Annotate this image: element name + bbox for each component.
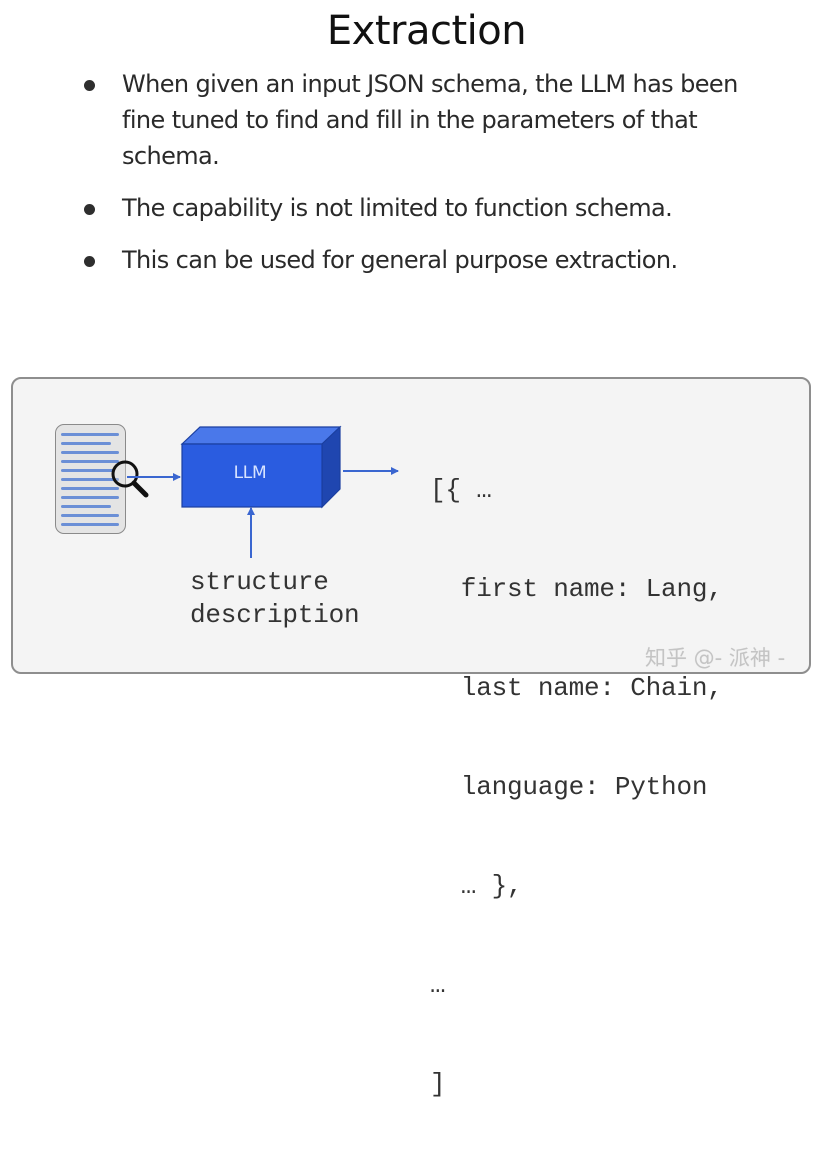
structure-description-label: structure description — [190, 566, 360, 632]
bullet-text: The capability is not limited to functio… — [122, 194, 673, 222]
bullet-item: The capability is not limited to functio… — [82, 190, 782, 226]
bullet-dot-icon — [84, 204, 95, 215]
llm-label: LLM — [233, 463, 267, 483]
document-line — [61, 496, 119, 499]
document-line — [61, 433, 119, 436]
extraction-diagram-panel — [11, 377, 811, 674]
json-output-block: [{ … first name: Lang, last name: Chain,… — [430, 408, 723, 1167]
json-output-line: last name: Chain, — [430, 673, 723, 703]
magnifier-icon — [111, 460, 149, 498]
json-output-line: language: Python — [430, 772, 708, 802]
document-line — [61, 514, 119, 517]
llm-box-icon — [180, 425, 342, 509]
document-icon — [55, 424, 126, 534]
document-line — [61, 487, 119, 490]
json-output-line: first name: Lang, — [430, 574, 723, 604]
slide-title: Extraction — [326, 8, 527, 54]
document-line — [61, 469, 115, 472]
bullet-item: This can be used for general purpose ext… — [82, 242, 782, 278]
structure-description-line: structure — [190, 567, 329, 597]
document-line — [61, 523, 119, 526]
document-line — [61, 451, 119, 454]
bullet-dot-icon — [84, 80, 95, 91]
document-line — [61, 460, 119, 463]
document-line — [61, 442, 111, 445]
bullet-item: When given an input JSON schema, the LLM… — [82, 66, 782, 174]
json-output-line: … }, — [430, 871, 523, 901]
json-output-line: [{ … — [430, 475, 492, 505]
bullet-text: When given an input JSON schema, the LLM… — [122, 70, 738, 170]
document-line — [61, 478, 119, 481]
document-line — [61, 505, 111, 508]
bullet-list: When given an input JSON schema, the LLM… — [82, 66, 782, 278]
json-output-line: ] — [430, 1069, 446, 1099]
bullet-text: This can be used for general purpose ext… — [122, 246, 678, 274]
structure-description-line: description — [190, 600, 360, 630]
json-output-line: … — [430, 970, 446, 1000]
watermark: 知乎 @- 派神 - — [645, 646, 786, 670]
bullet-dot-icon — [84, 256, 95, 267]
